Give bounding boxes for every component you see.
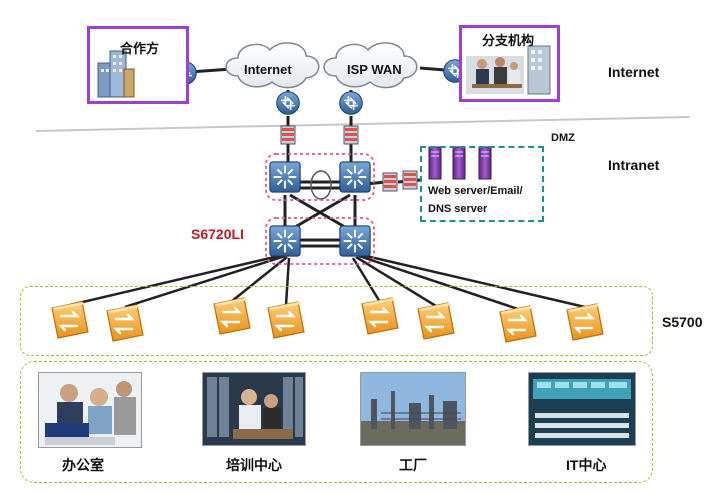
site-label-it-center: IT中心 [566,457,607,473]
servers-label-line1: Web server/Email/ [428,185,523,197]
core-switch-icon-3 [268,224,302,258]
core-group-lower [265,217,375,265]
cloud-isp-label: ISP WAN [347,62,402,77]
site-label-training: 培训中心 [226,457,282,473]
cloud-icon-internet [225,42,320,89]
building-icon [97,50,135,98]
site-label-factory: 工厂 [399,457,427,473]
sites-group [20,361,653,483]
eth-trunk-ring [310,170,332,200]
firewall-icon-right [343,125,359,145]
it-center-photo-icon [529,373,635,445]
access-uplinks [69,253,586,311]
firewall-icon-left [280,125,296,145]
branch-label: 分支机构 [482,33,535,48]
router-icon-right [338,90,364,116]
partner-box: 合作方 [87,26,189,104]
site-photo-office [38,372,142,448]
partner-label: 合作方 [120,41,160,56]
dmz-box [420,146,544,222]
firewall-icon-dmz-b [402,170,418,190]
access-layer-group [20,286,653,356]
cloud-internet-label: Internet [244,62,292,77]
training-photo-icon [203,373,305,445]
site-photo-factory [360,372,466,446]
firewall-icon-dmz-a [382,172,398,192]
zone-label-intranet: Intranet [608,157,660,173]
site-photo-it-center [528,372,636,446]
office-photo-icon [39,373,141,447]
zone-label-internet: Internet [608,64,660,80]
core-switch-icon-2 [338,160,372,194]
core-switch-label: S6720LI [191,226,244,242]
servers-label-line2: DNS server [428,203,488,215]
core-switch-icon-1 [268,160,302,194]
wan-links [188,66,446,168]
cloud-icon-isp [323,42,418,89]
factory-photo-icon [361,373,465,445]
site-photo-training [202,372,306,446]
access-switch-label: S5700 [662,314,703,330]
core-switch-icon-4 [338,224,372,258]
zone-label-dmz: DMZ [551,132,575,144]
site-label-office: 办公室 [62,457,104,473]
branch-box: 分支机构 [459,25,560,102]
core-group-upper [265,153,375,201]
office-photo-icon [466,45,551,95]
zone-divider [35,116,691,132]
router-icon-left [275,90,301,116]
